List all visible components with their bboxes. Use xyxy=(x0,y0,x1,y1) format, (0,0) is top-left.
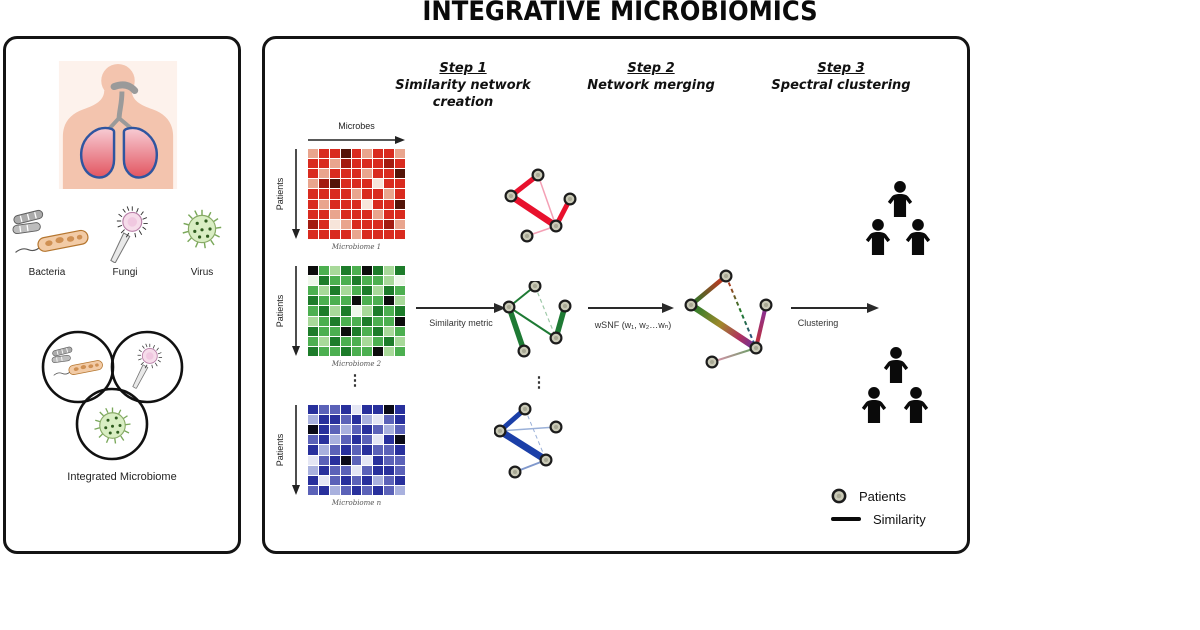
venn-fungi-icon xyxy=(132,343,163,389)
heatmap-microbiome-1 xyxy=(308,149,405,239)
venn-bacteria-icon xyxy=(51,345,104,376)
heatmap-1-caption: Microbiome 1 xyxy=(331,243,382,251)
network-microbiome-2 xyxy=(503,281,572,358)
step-1-subtitle: Similarity network creation xyxy=(395,77,531,110)
similarity-metric-arrow xyxy=(416,303,506,313)
patient-node-icon xyxy=(831,488,847,504)
microbes-axis-label: Microbes xyxy=(338,121,375,131)
patients-axis-label-3: Patients xyxy=(275,433,285,467)
similarity-metric-label: Similarity metric xyxy=(429,318,493,328)
step-1-header: Step 1 Similarity network creation xyxy=(393,61,533,112)
clustering-arrow xyxy=(791,303,879,313)
step-3-subtitle: Spectral clustering xyxy=(771,77,911,93)
venn-virus-icon xyxy=(93,406,132,445)
virus-icon xyxy=(178,205,226,253)
patients-axis-arrow-3 xyxy=(292,405,300,495)
legend-row-patients: Patients xyxy=(831,487,926,505)
merged-network xyxy=(684,269,773,369)
integrated-microbiome-venn xyxy=(41,330,184,461)
wsnf-arrow xyxy=(588,303,674,313)
cluster-1-person-icon xyxy=(903,219,933,255)
step-3-title: Step 3 xyxy=(817,61,865,76)
patients-axis-label-2: Patients xyxy=(275,294,285,328)
legend-similarity-label: Similarity xyxy=(873,511,926,527)
legend-patients-label: Patients xyxy=(859,488,906,504)
cluster-2-person-icon xyxy=(859,387,889,423)
fungi-icon xyxy=(102,203,154,263)
network-microbiome-n xyxy=(494,402,563,479)
figure-title: INTEGRATIVE MICROBIOMICS xyxy=(422,0,818,27)
step-3-header: Step 3 Spectral clustering xyxy=(751,61,931,95)
wsnf-label: wSNF (w₁, w₂…wₙ) xyxy=(594,320,672,330)
patients-axis-arrow-1 xyxy=(292,149,300,239)
network-ellipsis: ⋮ xyxy=(531,374,547,391)
cluster-2-person-icon xyxy=(901,387,931,423)
microbes-axis-arrow xyxy=(308,136,405,144)
fungi-label: Fungi xyxy=(112,267,138,278)
heatmap-microbiome-n xyxy=(308,405,405,495)
virus-label: Virus xyxy=(190,267,214,278)
bacteria-icon xyxy=(10,207,102,263)
cluster-1-person-icon xyxy=(863,219,893,255)
network-microbiome-1 xyxy=(504,168,577,243)
clustering-label: Clustering xyxy=(797,318,839,328)
venn-caption: Integrated Microbiome xyxy=(67,471,177,483)
heatmap-2-caption: Microbiome 2 xyxy=(331,360,382,368)
similarity-line-icon xyxy=(831,517,861,521)
step-2-subtitle: Network merging xyxy=(587,77,715,93)
human-lungs-illustration xyxy=(58,61,178,189)
legend: Patients Similarity xyxy=(831,487,926,528)
step-2-title: Step 2 xyxy=(627,61,675,76)
step-1-title: Step 1 xyxy=(439,61,487,76)
step-2-header: Step 2 Network merging xyxy=(581,61,721,95)
heatmap-ellipsis: ⋮ xyxy=(347,372,363,389)
legend-row-similarity: Similarity xyxy=(831,510,926,528)
patients-axis-arrow-2 xyxy=(292,266,300,356)
bacteria-label: Bacteria xyxy=(28,267,66,278)
heatmap-microbiome-2 xyxy=(308,266,405,356)
cluster-2-person-icon xyxy=(881,347,911,383)
left-panel: Bacteria Fungi Virus Integrated Microbio… xyxy=(3,36,241,554)
heatmap-3-caption: Microbiome n xyxy=(331,499,382,507)
cluster-1-person-icon xyxy=(885,181,915,217)
patients-axis-label-1: Patients xyxy=(275,177,285,211)
right-panel: Step 1 Similarity network creation Step … xyxy=(262,36,970,554)
